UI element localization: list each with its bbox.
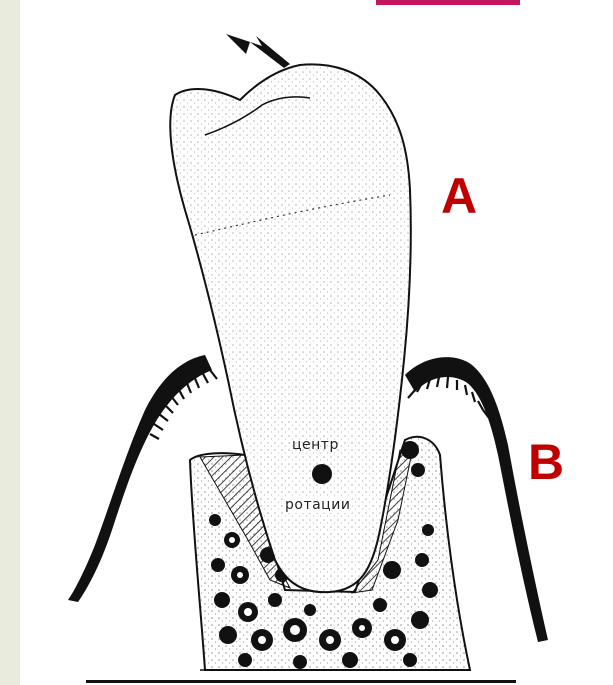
rotation-center-label-line1: центр [292,437,339,453]
arrow-icon [226,34,290,68]
label-a: A [441,171,477,221]
rotation-center-label-line2: ротации [283,497,352,513]
bottom-rule [86,680,516,683]
label-b: B [528,437,564,487]
rotation-center-dot [312,464,332,484]
